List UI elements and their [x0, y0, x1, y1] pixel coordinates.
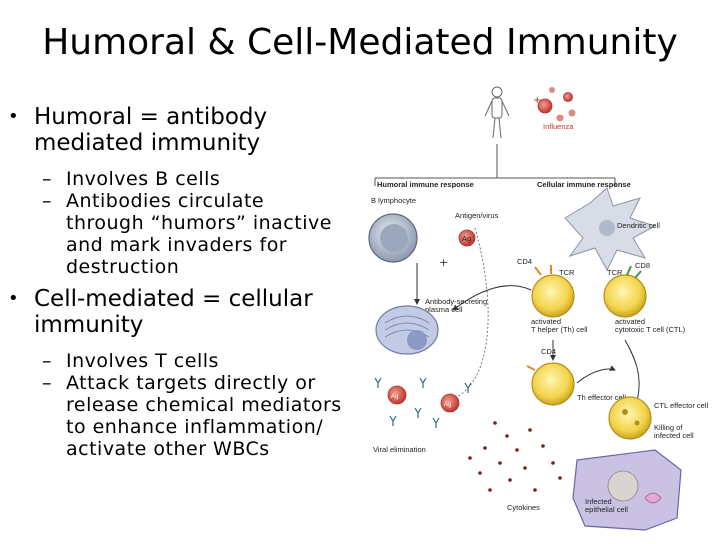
- antigen-left-icon: Ag: [387, 385, 407, 405]
- svg-text:+: +: [533, 95, 541, 106]
- ctl-effector-cell: [608, 396, 652, 440]
- helper-t-label: activated T helper (Th) cell: [531, 317, 588, 334]
- sub-bullet-t-cells: – Involves T cells: [42, 350, 219, 372]
- bullet-list: • Humoral = antibody mediated immunity –…: [8, 104, 348, 460]
- bullet-cell-mediated: • Cell-mediated = cellular immunity: [8, 286, 348, 338]
- dendritic-cell: [564, 187, 657, 272]
- antigen-right-icon: Ag: [440, 393, 460, 413]
- bullet-cell-mediated-text: Cell-mediated = cellular immunity: [34, 286, 313, 338]
- human-figure-icon: [484, 86, 510, 139]
- b-lymphocyte-label: B lymphocyte: [371, 196, 416, 205]
- cd8-label: CD8: [635, 261, 650, 270]
- antibody-scatter: [374, 377, 472, 428]
- killing-label: Killing of infected cell: [654, 423, 694, 440]
- sub-bullet-antibodies: – Antibodies circulate through “humors” …: [42, 190, 332, 278]
- cytotoxic-t-label: activated cytotoxic T cell (CTL): [615, 317, 686, 334]
- ctl-effector-label: CTL effector cell: [654, 401, 709, 410]
- bullet-humoral-text: Humoral = antibody mediated immunity: [34, 104, 268, 156]
- immune-diagram-svg: + Influenza Humoral immune response Cell…: [368, 86, 709, 531]
- cytokines-dots: [468, 421, 562, 492]
- cellular-response-label: Cellular immune response: [537, 180, 631, 189]
- antigen-virus-label: Antigen/virus: [455, 211, 499, 220]
- bullet-dot: •: [8, 106, 19, 127]
- dendritic-cell-label: Dendritic cell: [617, 221, 660, 230]
- cd4-label: CD4: [517, 257, 532, 266]
- infected-epithelial-cell: [572, 449, 682, 531]
- sub-bullet-text: Involves T cells: [66, 350, 219, 372]
- helper-t-cell: [531, 265, 575, 318]
- tcr-label-a: TCR: [559, 268, 575, 277]
- plasma-cell: [375, 305, 439, 355]
- cytotoxic-t-cell: [603, 265, 647, 318]
- th-effector-label: Th effector cell: [577, 393, 626, 402]
- influenza-virus-icon: +: [533, 87, 576, 122]
- humoral-response-label: Humoral immune response: [377, 180, 474, 189]
- bullet-dot: •: [8, 288, 19, 309]
- bullet-humoral: • Humoral = antibody mediated immunity: [8, 104, 348, 156]
- plasma-cell-label: Antibody-secreting plasma cell: [425, 297, 489, 314]
- branch-lines: [374, 144, 616, 186]
- influenza-label: Influenza: [543, 122, 574, 131]
- th-effector-cell: [526, 362, 575, 406]
- antigen-icon: Ag +: [439, 229, 476, 269]
- cd4-label-b: CD4: [541, 347, 556, 356]
- slide-title: Humoral & Cell-Mediated Immunity: [42, 22, 678, 63]
- tcr-label-b: TCR: [607, 268, 623, 277]
- viral-elimination-label: Viral elimination: [373, 445, 426, 454]
- svg-text:Ag: Ag: [444, 402, 451, 408]
- cytokines-label: Cytokines: [507, 503, 540, 512]
- svg-text:+: +: [439, 256, 448, 269]
- immune-response-diagram: + Influenza Humoral immune response Cell…: [345, 78, 720, 540]
- sub-bullet-text: Antibodies circulate through “humors” in…: [66, 190, 332, 278]
- infected-epithelial-label: Infected epithelial cell: [585, 497, 628, 514]
- sub-bullet-attack: – Attack targets directly or release che…: [42, 372, 342, 460]
- sub-bullet-b-cells: – Involves B cells: [42, 168, 221, 190]
- b-lymphocyte-cell: [368, 213, 418, 263]
- svg-text:Ag: Ag: [462, 234, 471, 243]
- svg-text:Ag: Ag: [391, 394, 398, 400]
- sub-bullet-text: Attack targets directly or release chemi…: [66, 372, 342, 460]
- sub-bullet-text: Involves B cells: [66, 168, 221, 190]
